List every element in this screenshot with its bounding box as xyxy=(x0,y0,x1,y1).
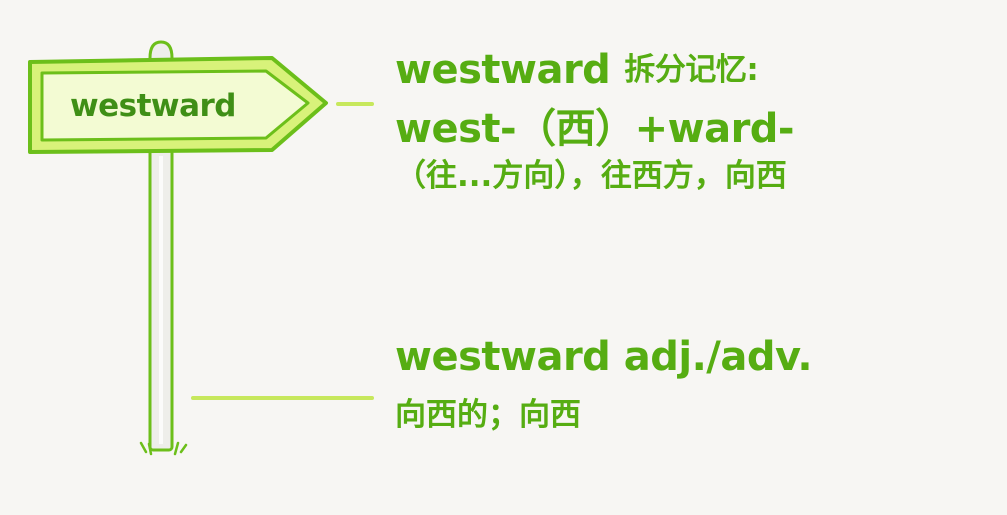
split-memory-label: 拆分记忆: xyxy=(624,52,759,88)
sign-label: westward xyxy=(70,88,236,124)
split-memory-word: westward xyxy=(395,47,611,93)
split-memory-explanation: （往...方向），往西方，向西 xyxy=(395,158,787,194)
definition-meaning: 向西的；向西 xyxy=(395,397,581,433)
split-memory-parts: west-（西）+ward- xyxy=(395,106,795,152)
definition-headword: westward adj./adv. xyxy=(395,334,813,380)
sign-board xyxy=(28,56,328,154)
split-memory-heading: westward 拆分记忆: xyxy=(395,44,759,93)
